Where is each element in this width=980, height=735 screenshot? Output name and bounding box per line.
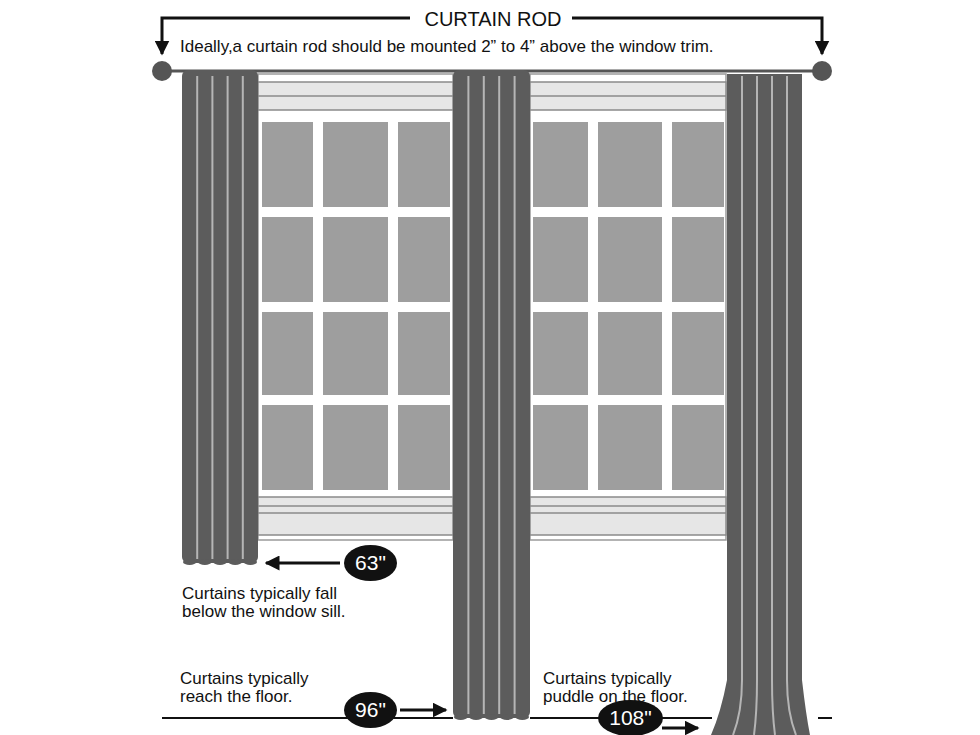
window-sill [258,497,453,535]
window-pane [672,217,724,302]
rod-finial [152,61,172,81]
window-sill [530,497,726,535]
window-pane [323,122,388,207]
window-pane [323,312,388,395]
window-pane [398,312,450,395]
window-pane [598,122,662,207]
curtain-hem [500,714,513,720]
curtain-fold [211,76,213,559]
curtain-fold [242,76,244,559]
window-pane [262,217,313,302]
sill-line [530,505,726,507]
window-frame [258,74,453,540]
window-top-trim [258,82,453,110]
curtain-hem [244,559,257,565]
curtain-fold [483,76,485,714]
rod-note: Ideally,a curtain rod should be mounted … [180,38,820,56]
curtain-fold [196,76,198,559]
floor-line [162,717,453,719]
leader-arrow [662,727,698,730]
curtain-fold [754,76,757,735]
window-pane [672,312,724,395]
window-frame [530,74,726,540]
curtain-fold [733,76,742,735]
curtain-fold [467,76,469,714]
trim-line [530,95,726,97]
note-text: Curtains typically fall below the window… [182,585,382,621]
curtain-hem [469,714,482,720]
window-pane [262,312,313,395]
window-pane [598,405,662,490]
window-top-trim [530,82,726,110]
leader-arrow [400,709,446,712]
window-pane [533,405,588,490]
window-pane [598,217,662,302]
callout-oval: 96" [344,692,397,728]
window-pane [262,122,313,207]
curtain-fold [227,76,229,559]
curtain-fold [772,76,775,735]
window-pane [672,122,724,207]
sill-line [258,505,453,507]
trim-line [258,95,453,97]
window-pane [398,122,450,207]
rod-title: CURTAIN ROD [420,9,566,30]
curtain-hem [485,714,498,720]
curtain-fold [787,76,796,735]
floor-line [818,717,832,719]
curtain-panel [182,70,258,563]
window-pane [323,217,388,302]
callout-oval: 108" [598,700,663,735]
window-pane [323,405,388,490]
window-pane [533,122,588,207]
callout-number: 96" [355,698,386,722]
window-pane [533,312,588,395]
curtain-hem [454,714,467,720]
curtain-hem [213,559,226,565]
curtain-fold [514,76,516,714]
callout-oval: 63" [344,545,397,581]
callout-number: 63" [355,551,386,575]
leader-arrow [266,562,340,565]
window-pane [598,312,662,395]
sill-line [530,512,726,514]
callout-number: 108" [609,706,652,730]
curtain-panel [711,74,810,735]
window-pane [533,217,588,302]
curtain-hem [183,559,196,565]
note-text: Curtains typically reach the floor. [180,670,340,706]
sill-line [258,512,453,514]
window-pane [398,217,450,302]
window-pane [672,405,724,490]
rod-finial [812,61,832,81]
window-pane [262,405,313,490]
curtain-hem [516,714,529,720]
curtain-panel [453,70,530,718]
curtain-fold [498,76,500,714]
curtain-hem [198,559,211,565]
curtain-hem [229,559,242,565]
window-pane [398,405,450,490]
